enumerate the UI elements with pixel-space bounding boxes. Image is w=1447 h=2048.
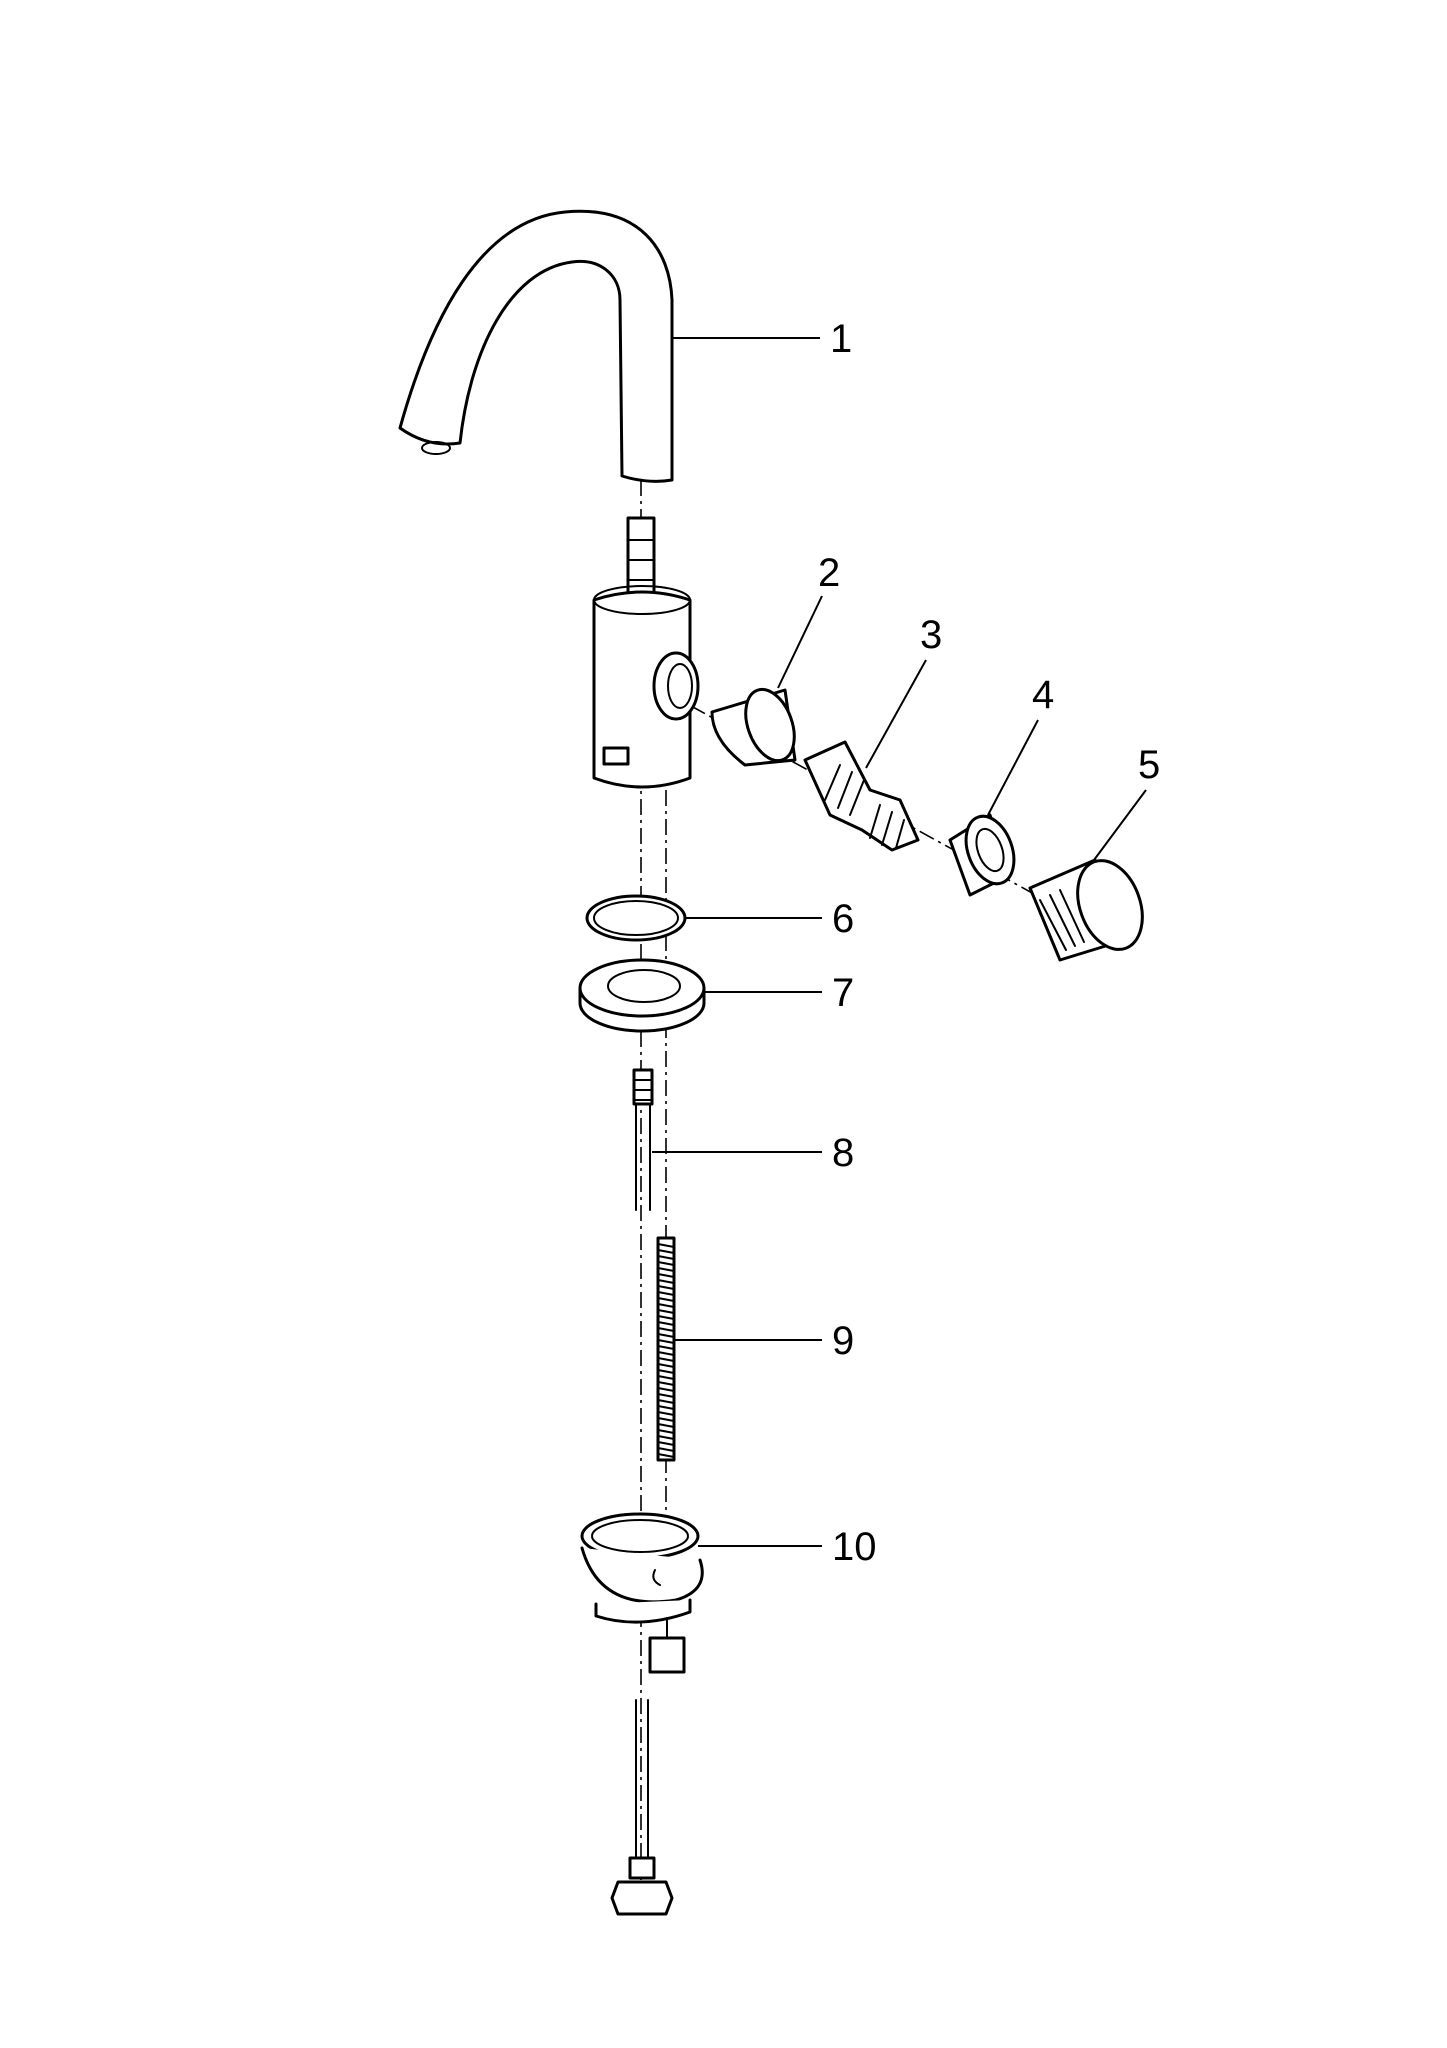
part-10-mounting-bracket [580, 1512, 704, 1674]
rod-thread-mark [657, 1255, 675, 1260]
assembly-axes [639, 480, 1046, 1880]
pipe-threaded-tip [632, 1068, 654, 1106]
callout-6: 6 [832, 897, 854, 941]
rod-thread-mark [657, 1243, 675, 1248]
callout-2: 2 [818, 551, 840, 595]
flange-inner-opening [607, 969, 681, 1003]
callout-1: 1 [830, 317, 852, 361]
callout-labels: 1 2 3 4 5 6 7 8 9 10 [818, 317, 1160, 1569]
part-8-supply-pipe [632, 1068, 654, 1211]
rod-thread-mark [657, 1369, 675, 1374]
rod-thread-mark [657, 1375, 675, 1380]
rod-thread-mark [657, 1363, 675, 1368]
rod-thread-mark [657, 1429, 675, 1434]
rod-thread-mark [657, 1387, 675, 1392]
rod-thread-mark [657, 1309, 675, 1314]
part-4-nut [948, 813, 1016, 897]
rod-thread-mark [657, 1441, 675, 1446]
leader-lines [652, 337, 1147, 1547]
rod-thread-mark [657, 1435, 675, 1440]
rod-thread-mark [657, 1357, 675, 1362]
rod-thread-mark [657, 1345, 675, 1350]
body-cylinder [592, 590, 692, 789]
rod-thread-mark [657, 1417, 675, 1422]
rod-thread-mark [657, 1399, 675, 1404]
callout-7: 7 [832, 971, 854, 1015]
leader-4 [987, 719, 1039, 816]
rod-thread-mark [657, 1447, 675, 1452]
rod-thread-mark [657, 1297, 675, 1302]
rod-thread-mark [657, 1453, 675, 1458]
body-top-edge [593, 585, 691, 615]
bracket-nut [648, 1636, 686, 1674]
part-3-cartridge [803, 740, 920, 852]
flexible-hose [610, 1699, 674, 1916]
rod-thread-mark [657, 1273, 675, 1278]
hose-end-nut [610, 1880, 674, 1916]
rod-thread-mark [657, 1285, 675, 1290]
part-7-flange [578, 958, 706, 1033]
callout-4: 4 [1032, 673, 1054, 717]
rod-thread-mark [657, 1423, 675, 1428]
handle-face [1076, 859, 1144, 951]
sleeve-front-opening [744, 687, 796, 763]
rod-thread-mark [657, 1411, 675, 1416]
callout-9: 9 [832, 1319, 854, 1363]
leader-3 [865, 659, 927, 769]
part-6-o-ring [585, 894, 687, 942]
brand-mark [602, 746, 630, 766]
part-9-threaded-rod [656, 1236, 676, 1462]
rod-thread-mark [657, 1351, 675, 1356]
rod-thread-mark [657, 1327, 675, 1332]
rod-thread-mark [657, 1339, 675, 1344]
callout-3: 3 [920, 613, 942, 657]
rod-thread-mark [657, 1249, 675, 1254]
spout-outlet-opening [421, 441, 451, 455]
rod-thread-mark [657, 1405, 675, 1410]
rod-thread-mark [657, 1267, 675, 1272]
rod-thread-mark [657, 1333, 675, 1338]
rod-thread-mark [657, 1315, 675, 1320]
part-2-sleeve [710, 687, 797, 767]
callout-10: 10 [832, 1525, 877, 1569]
leader-5 [1093, 789, 1147, 861]
leader-2 [777, 595, 823, 689]
callout-8: 8 [832, 1131, 854, 1175]
rod-thread-mark [657, 1321, 675, 1326]
rod-thread-mark [657, 1381, 675, 1386]
rod-thread-mark [657, 1393, 675, 1398]
rod-threads [657, 1243, 675, 1458]
part-1-spout [398, 209, 674, 483]
part-5-handle [1028, 858, 1144, 962]
mixer-body [592, 516, 700, 789]
rod-thread-mark [657, 1303, 675, 1308]
callout-5: 5 [1138, 743, 1160, 787]
rod-thread-mark [657, 1279, 675, 1284]
rod-thread-mark [657, 1261, 675, 1266]
rod-thread-mark [657, 1291, 675, 1296]
